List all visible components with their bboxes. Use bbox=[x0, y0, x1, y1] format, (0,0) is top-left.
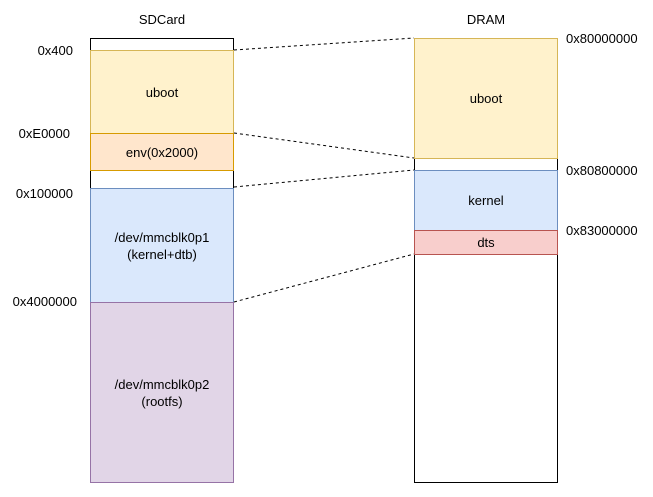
sdcard-mmcblk0p1-block: /dev/mmcblk0p1 (kernel+dtb) bbox=[90, 188, 234, 303]
dts-mapping-line bbox=[233, 253, 415, 303]
sdcard-address-0x400: 0x400 bbox=[37, 43, 73, 58]
sdcard-address-0x100000: 0x100000 bbox=[15, 186, 73, 201]
dram-title: DRAM bbox=[466, 12, 506, 27]
uboot-mapping-line-top bbox=[233, 37, 415, 51]
sdcard-address-0xe0000: 0xE0000 bbox=[18, 126, 70, 141]
kernel-mapping-line bbox=[233, 169, 415, 188]
sdcard-mmcblk0p2-block: /dev/mmcblk0p2 (rootfs) bbox=[90, 302, 234, 483]
sdcard-uboot-block: uboot bbox=[90, 50, 234, 134]
sdcard-address-0x4000000: 0x4000000 bbox=[12, 294, 77, 309]
dram-memory-map: uboot kernel dts bbox=[414, 38, 558, 483]
dram-dts-block: dts bbox=[414, 230, 558, 255]
sdcard-env-block: env(0x2000) bbox=[90, 133, 234, 171]
sdcard-title: SDCard bbox=[138, 12, 186, 27]
dram-address-0x80800000: 0x80800000 bbox=[566, 163, 638, 178]
sdcard-memory-map: uboot env(0x2000) /dev/mmcblk0p1 (kernel… bbox=[90, 38, 234, 483]
dram-address-0x83000000: 0x83000000 bbox=[566, 223, 638, 238]
dram-address-0x80000000: 0x80000000 bbox=[566, 31, 638, 46]
dram-uboot-block: uboot bbox=[414, 38, 558, 159]
dram-kernel-block: kernel bbox=[414, 170, 558, 231]
uboot-mapping-line-bottom bbox=[233, 132, 415, 159]
